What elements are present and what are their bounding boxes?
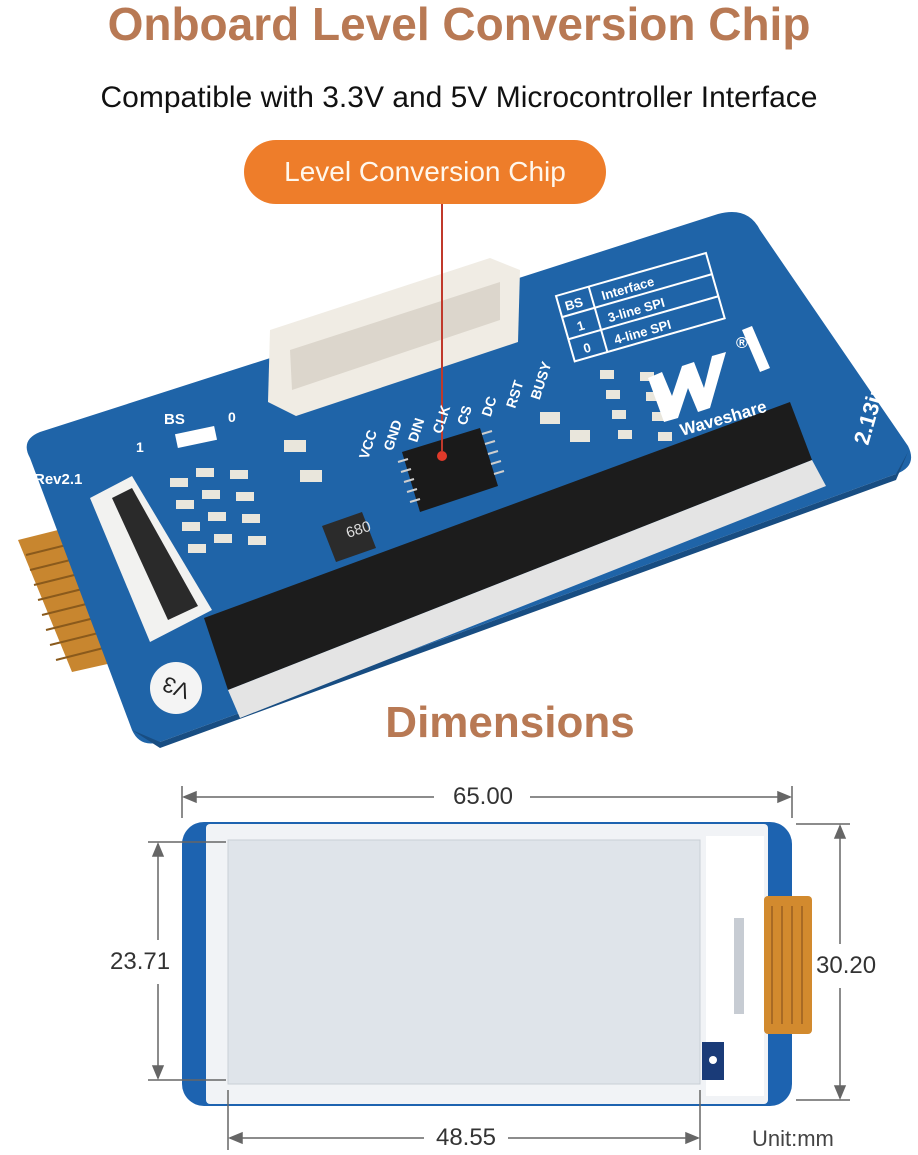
registered-mark: ® — [736, 335, 748, 352]
level-conversion-chip — [402, 428, 498, 512]
dim-height-display: 23.71 — [110, 948, 171, 975]
pin-label-cs: CS — [454, 403, 475, 426]
inductor — [322, 512, 376, 562]
revision-label: Rev2.1 — [34, 471, 82, 488]
pin-label-dc: DC — [478, 394, 499, 418]
epaper-hat-board — [18, 212, 912, 748]
dimension-drawing — [148, 786, 850, 1150]
bs-table-row1-bs: 1 — [575, 318, 586, 334]
level-conversion-callout: Level Conversion Chip — [244, 140, 606, 204]
bs-zero-label: 0 — [228, 409, 236, 425]
gpio-header — [204, 402, 812, 690]
page-title: Onboard Level Conversion Chip — [107, 0, 811, 50]
page-subtitle: Compatible with 3.3V and 5V Microcontrol… — [100, 81, 818, 114]
callout-target-dot — [437, 451, 447, 461]
epaper-slot — [734, 918, 744, 1014]
dim-height-total: 30.20 — [816, 952, 877, 979]
bs-table-row2-bs: 0 — [582, 340, 593, 356]
fpc-tail — [764, 896, 812, 1034]
unit-label: Unit:mm — [752, 1126, 834, 1151]
bs-table — [554, 251, 726, 363]
dim-width-total: 65.00 — [452, 783, 514, 810]
bs-label: BS — [164, 411, 185, 428]
inductor-label: 680 — [344, 518, 373, 542]
dimensions-title: Dimensions — [385, 698, 635, 747]
bs-table-header-bs: BS — [563, 294, 585, 313]
smd-components — [170, 370, 672, 553]
pin-connector-inner — [290, 282, 500, 390]
bs-one-label: 1 — [136, 439, 144, 455]
bs-switch — [174, 425, 218, 449]
epaper-active-area — [227, 839, 701, 1085]
chip-pins — [397, 430, 505, 503]
logo-mark-icon — [648, 352, 726, 422]
fpc-slot — [112, 488, 198, 620]
dim-width-display: 48.55 — [435, 1124, 497, 1151]
pin-label-din: DIN — [405, 416, 428, 444]
gpio-pins-row — [228, 460, 826, 718]
dimension-lines — [148, 786, 850, 1150]
version-badge — [150, 662, 202, 714]
